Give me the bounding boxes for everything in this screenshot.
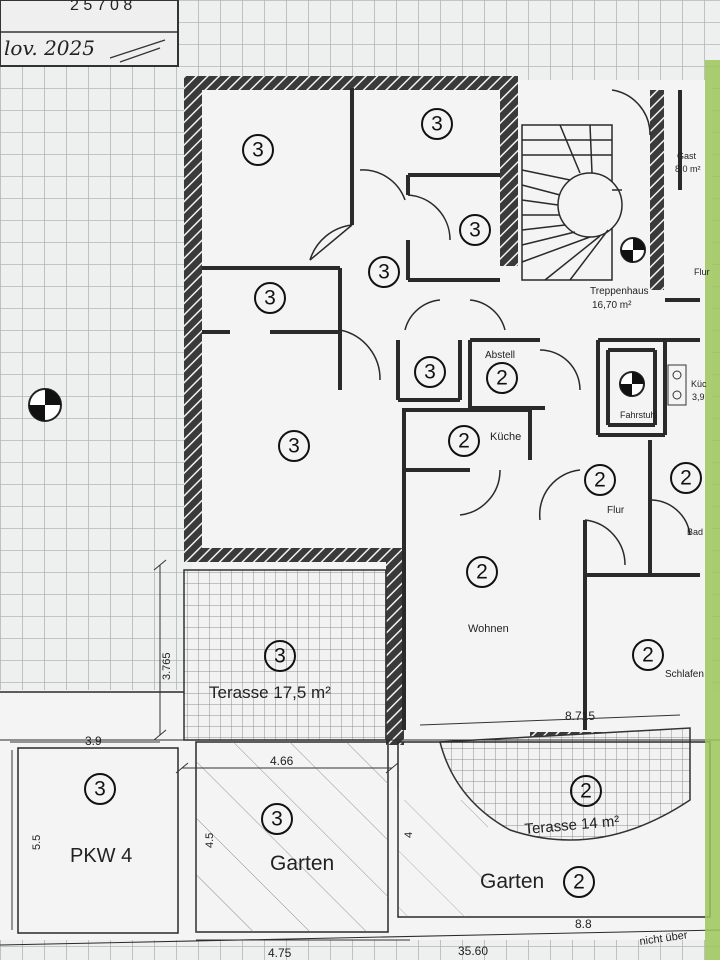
svg-text:3: 3 bbox=[264, 287, 276, 310]
dim-35-60: 35.60 bbox=[458, 944, 488, 958]
room-label-gast: Gast bbox=[677, 151, 697, 161]
room-area-treppenhaus: 16,70 m² bbox=[592, 300, 632, 311]
terrace-right bbox=[439, 727, 691, 841]
dim-5-5: 5.5 bbox=[31, 835, 43, 850]
unit-marker: 3 bbox=[254, 282, 286, 314]
dim-4-75: 4.75 bbox=[268, 946, 292, 960]
unit-marker: 2 bbox=[632, 639, 664, 671]
svg-text:3: 3 bbox=[469, 219, 481, 242]
svg-text:2: 2 bbox=[594, 469, 606, 492]
unit-marker: 3 bbox=[84, 773, 116, 805]
room-label-bad: Bad bbox=[687, 527, 703, 537]
stove-icon bbox=[667, 364, 687, 406]
room-label-fahrstuhl: Fahrstuhl bbox=[620, 410, 658, 420]
interior-walls bbox=[202, 88, 700, 730]
svg-text:3: 3 bbox=[252, 139, 264, 162]
room-label-flur-right: Flur bbox=[694, 267, 710, 277]
dim-4-5: 4.5 bbox=[204, 833, 216, 848]
svg-text:2: 2 bbox=[580, 780, 592, 803]
svg-text:3: 3 bbox=[271, 808, 283, 831]
svg-text:2: 2 bbox=[642, 644, 654, 667]
svg-text:2: 2 bbox=[476, 561, 488, 584]
dimension-lines bbox=[10, 559, 681, 941]
unit-marker: 2 bbox=[584, 464, 616, 496]
unit-marker: 2 bbox=[670, 462, 702, 494]
dim-8715: 8.715 bbox=[565, 709, 595, 723]
unit-marker: 3 bbox=[368, 256, 400, 288]
svg-text:3: 3 bbox=[274, 645, 286, 668]
unit-marker: 3 bbox=[264, 640, 296, 672]
unit-marker: 3 bbox=[242, 134, 274, 166]
elevator-symbol bbox=[619, 371, 645, 397]
unit-marker: 2 bbox=[570, 775, 602, 807]
section-symbol-left bbox=[28, 388, 62, 422]
dim-4-66: 4.66 bbox=[270, 754, 294, 768]
svg-text:3: 3 bbox=[288, 435, 300, 458]
room-label-flur: Flur bbox=[607, 505, 625, 516]
unit-marker: 2 bbox=[563, 866, 595, 898]
room-label-wohnen: Wohnen bbox=[468, 623, 509, 635]
section-symbol-stair bbox=[620, 237, 646, 263]
room-area-gast: 8,0 m² bbox=[675, 164, 701, 174]
svg-text:2: 2 bbox=[458, 430, 470, 453]
dim-3765: 3.765 bbox=[161, 652, 173, 680]
unit-marker: 3 bbox=[421, 108, 453, 140]
svg-text:3: 3 bbox=[94, 778, 106, 801]
lot-label-garten-right: Garten bbox=[480, 870, 544, 893]
handwritten-date: lov. 2025 bbox=[4, 36, 95, 60]
svg-text:3: 3 bbox=[431, 113, 443, 136]
unit-marker: 2 bbox=[448, 425, 480, 457]
dim-4: 4 bbox=[403, 832, 415, 838]
door-swings bbox=[309, 89, 691, 566]
lot-label-garten-mid: Garten bbox=[270, 852, 334, 875]
room-label-treppenhaus: Treppenhaus bbox=[590, 286, 649, 297]
room-label-schlafen: Schlafen bbox=[665, 669, 704, 680]
svg-text:2: 2 bbox=[496, 367, 508, 390]
dim-3-9: 3.9 bbox=[85, 734, 102, 748]
lot-label-pkw: PKW 4 bbox=[70, 845, 132, 867]
svg-text:3: 3 bbox=[424, 361, 436, 384]
header-box bbox=[0, 0, 179, 67]
staircase bbox=[521, 124, 623, 281]
dim-8-8: 8.8 bbox=[575, 917, 592, 931]
green-edge bbox=[705, 60, 720, 960]
svg-text:2: 2 bbox=[680, 467, 692, 490]
svg-text:2: 2 bbox=[573, 871, 585, 894]
unit-marker: 3 bbox=[278, 430, 310, 462]
header-code: 2 5 7 0 8 bbox=[70, 0, 132, 14]
room-label-kueche: Küche bbox=[490, 431, 521, 443]
unit-marker: 2 bbox=[466, 556, 498, 588]
unit-marker: 3 bbox=[414, 356, 446, 388]
room-area-kueche-right: 3,9 bbox=[692, 392, 705, 402]
room-label-abstell: Abstell bbox=[485, 350, 515, 361]
svg-text:3: 3 bbox=[378, 261, 390, 284]
unit-marker: 3 bbox=[261, 803, 293, 835]
unit-marker: 2 bbox=[486, 362, 518, 394]
room-label-kueche-right: Küc bbox=[691, 379, 707, 389]
unit-marker: 3 bbox=[459, 214, 491, 246]
terrace-left bbox=[183, 569, 387, 741]
room-label-terasse-left: Terasse 17,5 m² bbox=[209, 683, 331, 702]
